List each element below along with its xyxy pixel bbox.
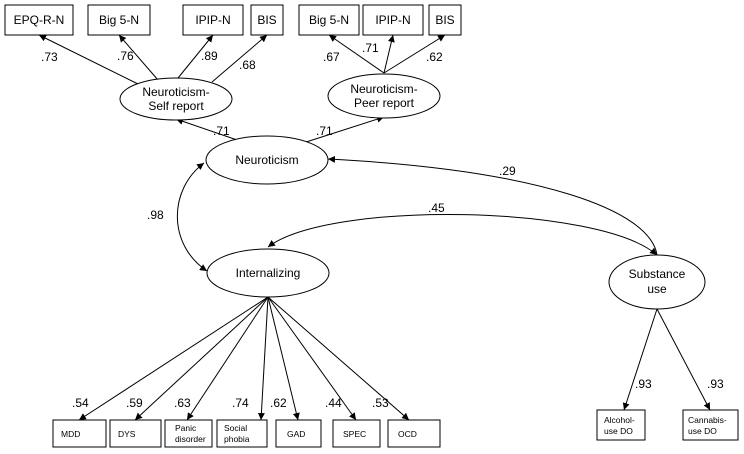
coef-internalizing-substance: .45 <box>428 201 445 215</box>
path-int-social <box>257 296 269 421</box>
coef-neuro-peer: .71 <box>316 124 333 138</box>
indicator-ipip-n-peer: IPIP-N <box>362 4 424 36</box>
loading-mdd: .54 <box>72 396 89 410</box>
correlation-neuro-substance <box>327 155 658 256</box>
correlation-internalizing-substance <box>267 213 658 256</box>
loading-ipip-self: .89 <box>201 49 218 63</box>
path-int-spec <box>267 296 357 421</box>
loading-social: .74 <box>232 396 249 410</box>
indicator-epq-r-n: EPQ-R-N <box>4 4 74 36</box>
path-sub-alcohol <box>622 308 658 411</box>
indicator-panic-disorder: Panic disorder <box>164 419 213 448</box>
indicator-ipip-n-self: IPIP-N <box>182 4 244 36</box>
indicator-label-line1: Panic <box>175 423 197 433</box>
loading-big5-peer: .67 <box>323 50 340 64</box>
indicator-label: DYS <box>118 429 136 439</box>
factor-self-report: Neuroticism- Self report <box>119 77 233 121</box>
path-int-gad <box>267 296 300 421</box>
indicator-alcohol-use-do: Alcohol- use DO <box>596 409 646 441</box>
path-int-dys <box>134 296 269 421</box>
indicator-label-line2: use DO <box>604 426 633 436</box>
path-peer-ipip <box>383 34 395 74</box>
factor-label-line2: use <box>647 282 667 296</box>
path-int-panic <box>186 296 269 421</box>
path-int-ocd <box>267 296 410 421</box>
factor-peer-report: Neuroticism- Peer report <box>327 73 441 119</box>
factor-label: Neuroticism <box>235 153 298 167</box>
indicator-label-line1: Cannabis- <box>688 415 727 425</box>
indicator-label: BIS <box>257 13 276 27</box>
factor-label-line1: Substance <box>629 267 686 281</box>
loading-ipip-peer: .71 <box>362 41 379 55</box>
indicator-label-line2: disorder <box>175 434 206 444</box>
factor-label-line1: Neuroticism- <box>142 85 209 99</box>
indicator-label-line2: phobia <box>224 434 250 444</box>
factor-label-line2: Peer report <box>354 96 415 110</box>
path-peer-big5 <box>328 34 385 74</box>
loading-cannabis: .93 <box>707 377 724 391</box>
factor-neuroticism: Neuroticism <box>205 135 329 185</box>
path-self-big5 <box>118 34 159 81</box>
path-self-bis <box>211 34 268 83</box>
path-self-epq <box>38 34 139 85</box>
indicator-label: GAD <box>287 429 305 439</box>
loading-ocd: .53 <box>372 396 389 410</box>
indicator-label-line1: Social <box>224 423 247 433</box>
coef-neuro-internalizing: .98 <box>147 208 164 222</box>
path-sub-cannabis <box>656 308 711 411</box>
factor-label-line2: Self report <box>148 99 204 113</box>
indicator-big5-n-self: Big 5-N <box>87 4 151 36</box>
indicator-label: OCD <box>398 429 417 439</box>
loading-bis-peer: .62 <box>426 50 443 64</box>
indicator-bis-self: BIS <box>250 4 284 36</box>
loading-gad: .62 <box>270 396 287 410</box>
path-neuro-peer <box>302 115 385 144</box>
coef-neuro-self: .71 <box>213 124 230 138</box>
path-int-mdd <box>78 296 269 421</box>
indicator-label: SPEC <box>343 429 366 439</box>
path-self-ipip <box>177 34 214 79</box>
indicator-label-line1: Alcohol- <box>604 415 635 425</box>
indicator-mdd: MDD <box>52 419 107 448</box>
factor-label-line1: Neuroticism- <box>350 82 417 96</box>
loading-dys: .59 <box>126 396 143 410</box>
indicator-label: IPIP-N <box>195 13 230 27</box>
indicator-cannabis-use-do: Cannabis- use DO <box>682 409 739 441</box>
indicator-social-phobia: Social phobia <box>216 419 268 448</box>
indicator-ocd: OCD <box>387 419 441 448</box>
indicator-label: BIS <box>435 13 454 27</box>
coef-neuro-substance: .29 <box>499 164 516 178</box>
indicator-gad: GAD <box>275 419 322 448</box>
path-peer-bis <box>383 34 446 74</box>
indicator-dys: DYS <box>109 419 162 448</box>
indicator-label: Big 5-N <box>309 13 349 27</box>
indicator-label-line2: use DO <box>688 426 717 436</box>
loading-panic: .63 <box>174 396 191 410</box>
indicator-label: MDD <box>61 429 80 439</box>
indicator-label: EPQ-R-N <box>14 13 65 27</box>
loading-big5-self: .76 <box>117 49 134 63</box>
factor-internalizing: Internalizing <box>206 248 330 298</box>
correlation-neuro-internalizing <box>176 162 208 272</box>
indicator-big5-n-peer: Big 5-N <box>298 4 360 36</box>
indicator-label: IPIP-N <box>375 13 410 27</box>
loading-bis-self: .68 <box>239 58 256 72</box>
loading-alcohol: .93 <box>635 377 652 391</box>
indicator-label: Big 5-N <box>99 13 139 27</box>
indicator-bis-peer: BIS <box>428 4 462 36</box>
indicator-spec: SPEC <box>332 419 381 448</box>
path-neuro-self <box>175 117 244 143</box>
loading-epq: .73 <box>41 50 58 64</box>
factor-substance-use: Substance use <box>608 254 706 310</box>
factor-label: Internalizing <box>236 266 301 280</box>
loading-spec: .44 <box>325 396 342 410</box>
